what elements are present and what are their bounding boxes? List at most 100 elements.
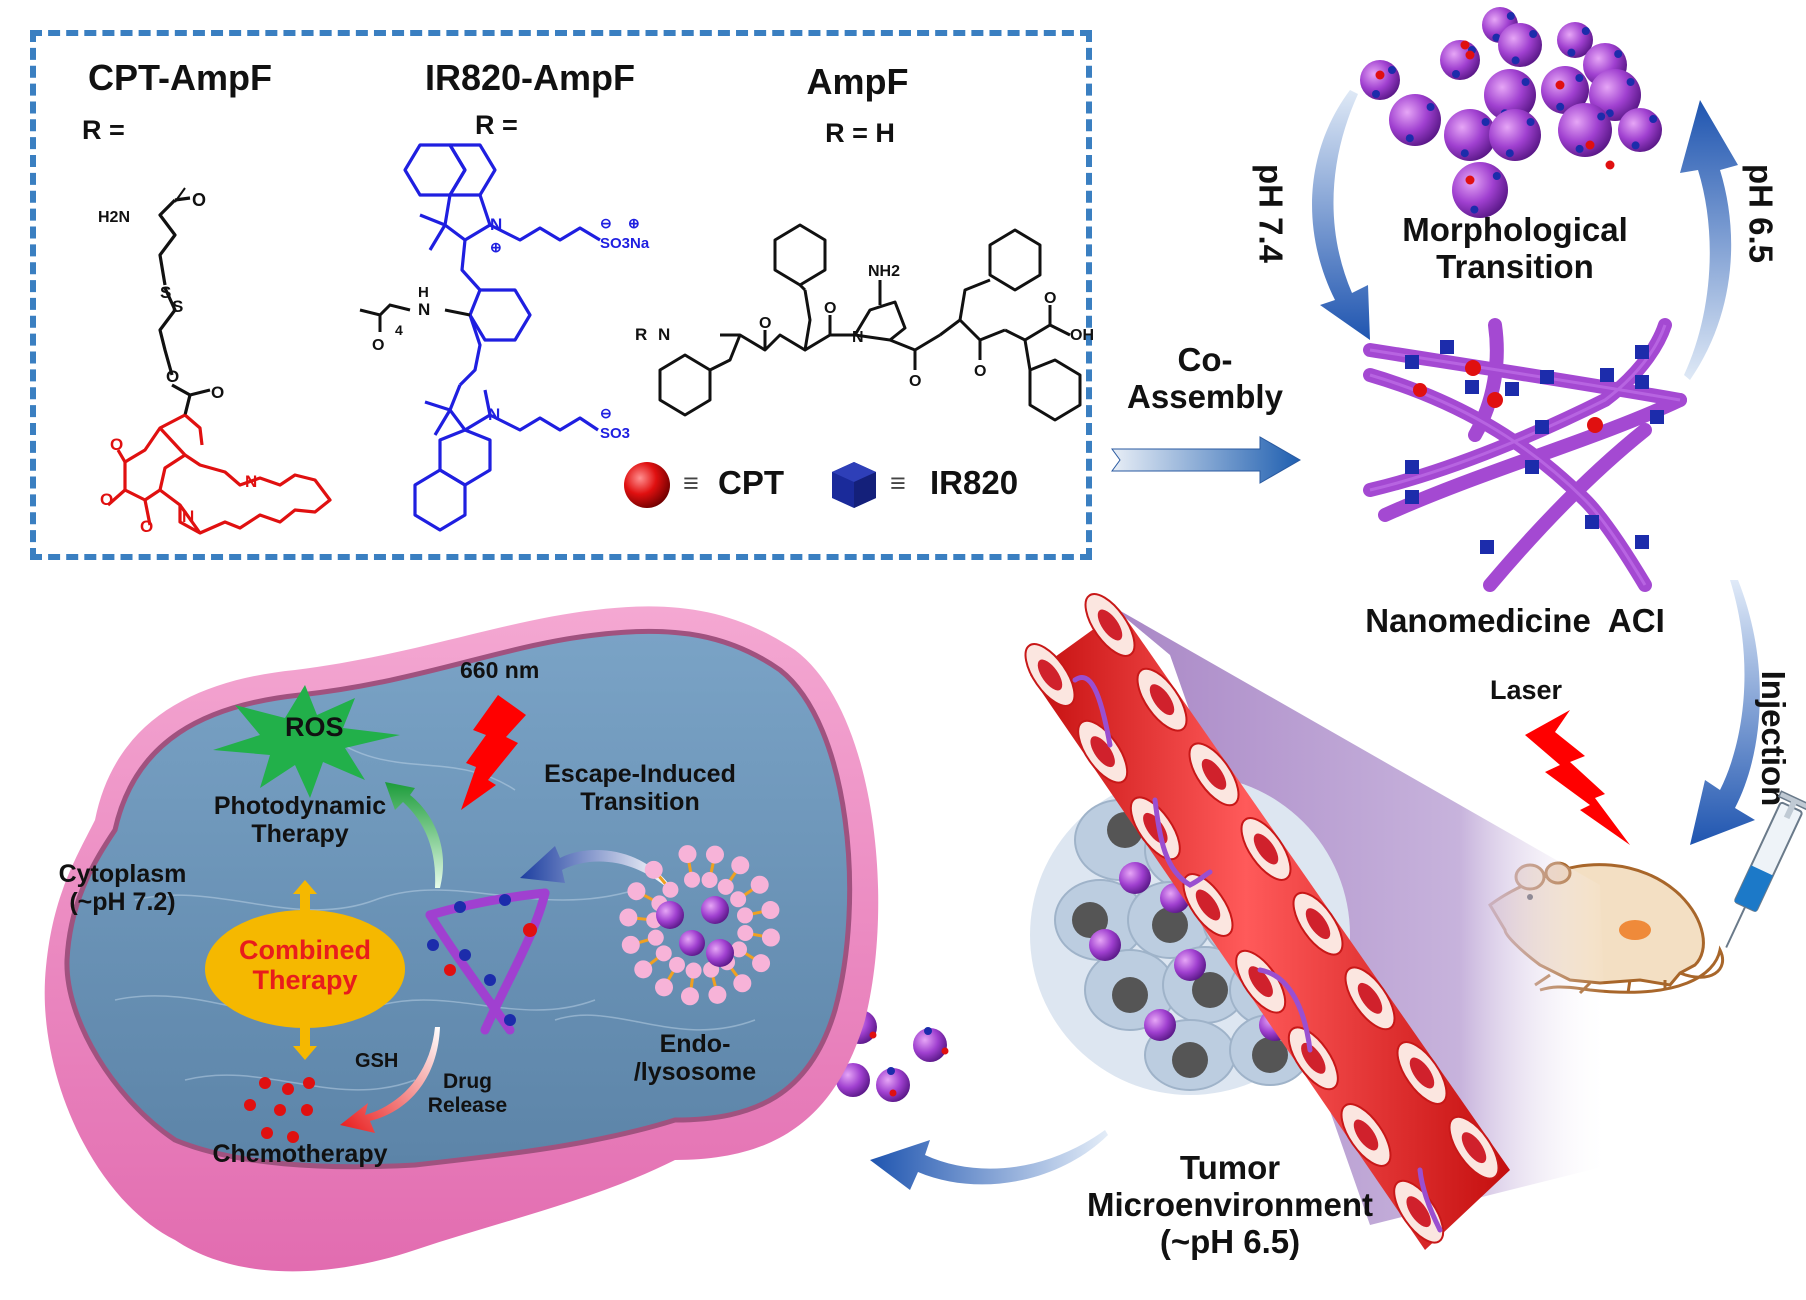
nanoparticle [1618, 108, 1662, 152]
endothelial-cell [1344, 966, 1396, 1031]
ir820-dot [1481, 118, 1490, 126]
endo-line1: Endo- [659, 1030, 731, 1058]
cpt-dot [1555, 80, 1565, 90]
n-label: N [658, 325, 670, 344]
cpt-equiv-symbol: ≡ [683, 468, 699, 498]
ir820-linker-structure: N H 4 O N N SO3Na SO3 ⊕ ⊖ ⊕ ⊖ [359, 143, 650, 532]
r-label-ampf: R = H [825, 118, 895, 148]
lipid-head [621, 935, 640, 954]
n-label: N [245, 472, 257, 491]
subscript-4: 4 [395, 322, 403, 338]
charge-minus: ⊖ [600, 405, 612, 421]
lipid-head [684, 871, 701, 888]
injection-arrow [1690, 580, 1760, 845]
lipid-head [733, 974, 752, 993]
combined-therapy-badge [205, 910, 405, 1028]
lipid-head [655, 945, 672, 962]
ph-7-4-arrow [1312, 90, 1370, 340]
lipid-head [761, 901, 780, 920]
o-label: O [192, 190, 206, 210]
ros-arrow [385, 782, 444, 888]
ir820-dot [1529, 30, 1538, 38]
cpt-dot [1605, 160, 1615, 170]
o-label: O [166, 367, 179, 386]
ir820-dot [1526, 118, 1535, 126]
nanoparticle [1498, 23, 1542, 67]
ir820-legend-label: IR820 [930, 464, 1019, 501]
endothelial-cell [1340, 1103, 1392, 1167]
ph-7-4-label: pH 7.4 [1252, 163, 1290, 263]
endothelial-cell [1024, 643, 1076, 707]
gsh-label: GSH [355, 1050, 399, 1072]
lipid-head [647, 929, 664, 946]
chemotherapy-label: Chemotherapy [212, 1140, 388, 1168]
lipid-head [750, 875, 769, 894]
escape-arrow [520, 846, 668, 886]
lipid-head [705, 845, 724, 864]
endothelial-cell [1084, 593, 1136, 657]
zoom-cone [1110, 605, 1610, 1225]
intracellular-nanofiber [425, 888, 550, 1035]
endothelial-cell [1396, 1041, 1448, 1105]
tumor-line3: (~pH 6.5) [1159, 1222, 1301, 1260]
escape-induced-transition-label: Escape-Induced Transition [500, 760, 780, 816]
cpt-sphere-icon [624, 462, 670, 508]
drug-release-label: Drug Release [415, 1070, 520, 1117]
endothelial-cell [1287, 1026, 1339, 1091]
n-label: N [182, 507, 194, 526]
cpt-dot [1585, 140, 1595, 150]
morph-line1: Morphological [1402, 211, 1628, 248]
charge-minus: ⊖ [600, 215, 612, 231]
released-cpt-drugs [244, 1077, 315, 1143]
endothelial-cell [1292, 891, 1344, 956]
drug-release-arrow [340, 1027, 440, 1133]
endothelial-cell [1240, 817, 1292, 881]
nanoparticle [1452, 162, 1508, 218]
s-label: S [172, 297, 183, 316]
ir820-dot [1506, 12, 1515, 20]
endolysosome-label: Endo- /lysosome [620, 1030, 770, 1086]
morph-line2: Transition [1436, 247, 1594, 285]
lipid-head [737, 924, 754, 941]
ir820-dot [1626, 78, 1635, 86]
co-assembly-line2: Assembly [1127, 377, 1283, 415]
combined-line2: Therapy [252, 965, 358, 996]
compound-legend-box [30, 30, 1092, 560]
oh-label: OH [1070, 327, 1094, 344]
nanomedicine-aci-label: Nanomedicine ACI [1365, 602, 1665, 639]
lipid-head [736, 907, 753, 924]
cpt-dot [1465, 175, 1475, 185]
ros-label: ROS [285, 712, 344, 742]
ir820-dot [1492, 33, 1501, 42]
photodynamic-therapy-label: Photodynamic Therapy [185, 792, 415, 848]
o-label: O [211, 383, 224, 402]
ir820-dot [1405, 134, 1414, 143]
co-assembly-line1: Co- [1177, 341, 1233, 378]
co-assembly-arrow [1111, 436, 1302, 484]
nanoparticle [1489, 109, 1541, 161]
ir820-dot [1470, 205, 1479, 214]
uptake-arrow [870, 1130, 1108, 1190]
cpt-dot [1460, 40, 1470, 50]
h-label: H [418, 284, 429, 301]
o-label: O [909, 373, 921, 390]
ir820-dot [1460, 149, 1469, 158]
endothelial-cell [1393, 1179, 1445, 1244]
nanoparticle [1558, 103, 1612, 157]
o-label: O [100, 490, 113, 509]
light-bolt-icon [461, 695, 526, 810]
charge-plus: ⊕ [628, 215, 640, 231]
o-label: O [974, 363, 986, 380]
lipid-head [731, 856, 750, 875]
s-label: S [160, 283, 171, 302]
tumor-microenvironment-label: Tumor Microenvironment (~pH 6.5) [1060, 1149, 1400, 1261]
blood-vessel [1024, 593, 1510, 1250]
endolysosome [619, 845, 780, 1006]
ph-6-5-arrow [1680, 100, 1738, 380]
lipid-head [669, 956, 685, 973]
escape-line1: Escape-Induced [544, 760, 736, 788]
ampf-peptide-structure: R N NH2 N OH O O O O O [635, 223, 1094, 422]
lipid-head [730, 891, 747, 908]
o-label: O [110, 435, 123, 454]
pdt-line2: Therapy [251, 820, 349, 848]
